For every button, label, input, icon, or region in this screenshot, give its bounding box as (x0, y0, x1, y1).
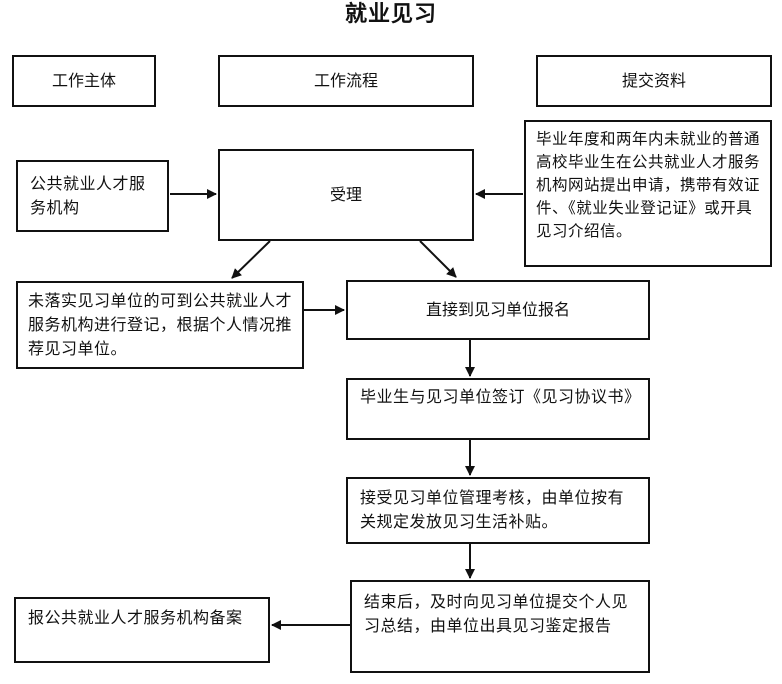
header-process: 工作流程 (218, 55, 474, 107)
node-file-record-label: 报公共就业人才服务机构备案 (28, 608, 243, 627)
header-materials: 提交资料 (536, 55, 772, 107)
node-file-record: 报公共就业人才服务机构备案 (14, 597, 270, 663)
node-conclusion: 结束后，及时向见习单位提交个人见习总结，由单位出具见习鉴定报告 (350, 580, 650, 673)
node-sign-agreement-label: 毕业生与见习单位签订《见习协议书》 (360, 387, 641, 406)
page-title: 就业见习 (344, 2, 437, 27)
arrow-accept-to-unplaced (231, 240, 271, 279)
node-management: 接受见习单位管理考核，由单位按有关规定发放见习生活补贴。 (346, 477, 650, 544)
node-public-agency: 公共就业人才服务机构 (16, 160, 169, 232)
node-management-label: 接受见习单位管理考核，由单位按有关规定发放见习生活补贴。 (360, 488, 625, 531)
node-accept-label: 受理 (329, 185, 362, 204)
node-unplaced-register: 未落实见习单位的可到公共就业人才服务机构进行登记，根据个人情况推荐见习单位。 (16, 281, 304, 369)
node-conclusion-label: 结束后，及时向见习单位提交个人见习总结，由单位出具见习鉴定报告 (364, 592, 629, 635)
header-materials-label: 提交资料 (621, 71, 686, 90)
arrow-accept-to-signup (419, 240, 457, 278)
node-applicant-materials: 毕业年度和两年内未就业的普通高校毕业生在公共就业人才服务机构网站提出申请，携带有… (524, 120, 772, 267)
node-accept: 受理 (218, 149, 474, 241)
node-direct-signup: 直接到见习单位报名 (346, 280, 650, 340)
header-process-label: 工作流程 (313, 71, 378, 90)
header-subject-label: 工作主体 (51, 71, 116, 90)
node-direct-signup-label: 直接到见习单位报名 (425, 300, 570, 319)
node-public-agency-label: 公共就业人才服务机构 (30, 174, 146, 217)
node-unplaced-register-label: 未落实见习单位的可到公共就业人才服务机构进行登记，根据个人情况推荐见习单位。 (28, 291, 293, 358)
node-sign-agreement: 毕业生与见习单位签订《见习协议书》 (346, 378, 650, 440)
header-subject: 工作主体 (12, 55, 156, 107)
node-applicant-materials-label: 毕业年度和两年内未就业的普通高校毕业生在公共就业人才服务机构网站提出申请，携带有… (536, 130, 761, 240)
